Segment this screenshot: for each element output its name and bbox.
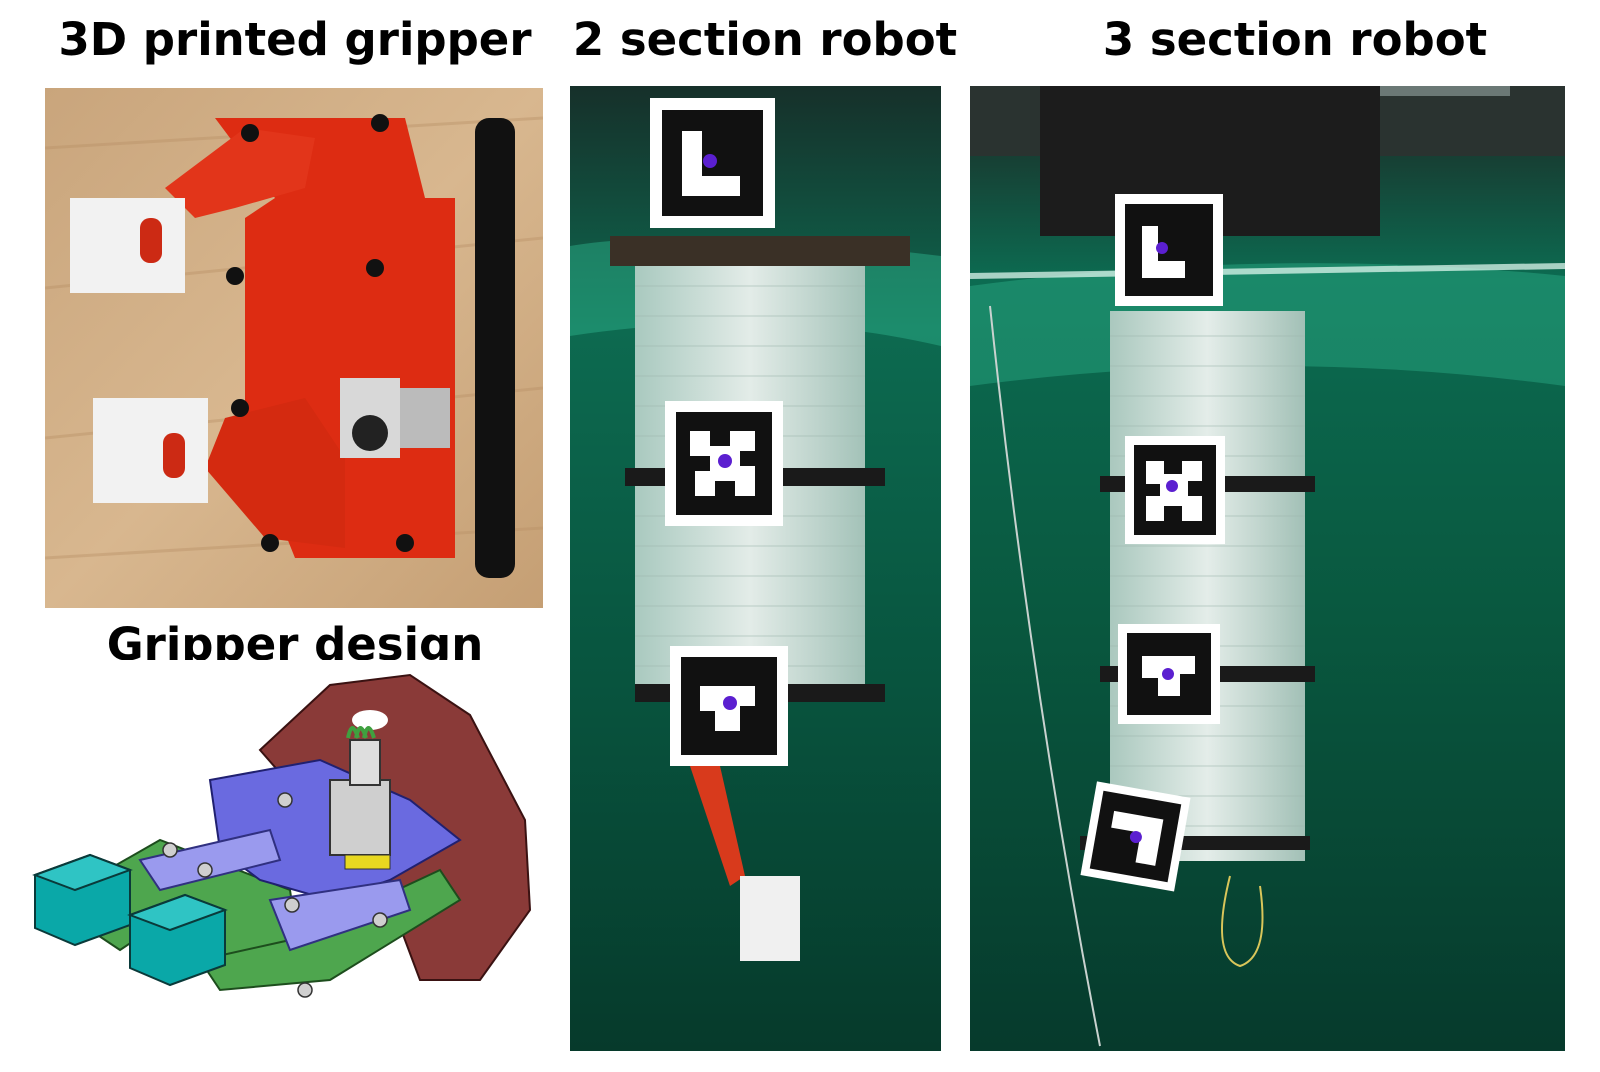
aruco-marker [670, 646, 788, 766]
aruco-marker [1115, 194, 1223, 306]
photo-3d-printed-gripper [45, 88, 543, 608]
aruco-marker [1080, 781, 1191, 892]
aruco-marker [650, 98, 775, 228]
title-3d-printed-gripper: 3D printed gripper [58, 13, 532, 66]
cad-gripper-design [30, 660, 560, 1040]
aruco-marker [1125, 436, 1225, 544]
title-2-section-robot: 2 section robot [572, 13, 958, 66]
photo-2-section-robot [570, 86, 941, 1051]
aruco-marker [665, 401, 783, 526]
photo-3-section-robot [970, 86, 1565, 1051]
title-3-section-robot: 3 section robot [1102, 13, 1488, 66]
aruco-marker [1118, 624, 1220, 724]
